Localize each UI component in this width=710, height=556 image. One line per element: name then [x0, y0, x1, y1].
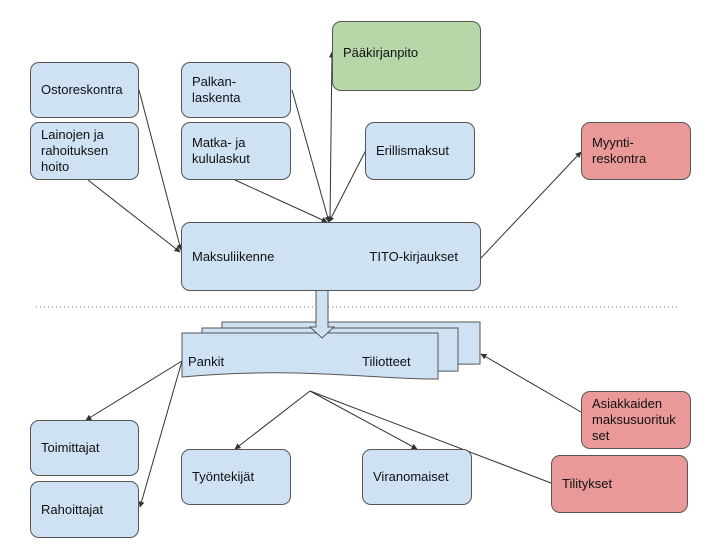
myyntireskontra-box[interactable]: Myynti- reskontra [581, 122, 691, 180]
line-pankit-tilitykset [309, 390, 552, 484]
arrow-pankit-viranomaiset [309, 390, 418, 450]
arrow-center-paakirjanpito [328, 51, 335, 221]
paakirjanpito-label: Pääkirjanpito [343, 45, 419, 60]
asiakkaiden-label: Asiakkaiden maksusuorituk set [592, 396, 676, 443]
paakirjanpito-box[interactable]: Pääkirjanpito [332, 21, 481, 91]
tiliotteet-label: Tiliotteet [362, 354, 411, 369]
arrow-palkanlaskenta-center [291, 89, 331, 223]
arrow-pankit-tyontekijat [234, 390, 311, 450]
bank-doc-front [181, 332, 439, 380]
arrow-ostoreskontra-maksuliikenne [138, 89, 183, 251]
toimittajat-label: Toimittajat [41, 440, 100, 455]
arrow-tito-myyntireskontra [480, 151, 582, 259]
toimittajat-box[interactable]: Toimittajat [30, 420, 139, 476]
viranomaiset-label: Viranomaiset [373, 469, 449, 484]
ostoreskontra-label: Ostoreskontra [41, 82, 123, 97]
arrow-erillismaksut-center [328, 149, 367, 223]
viranomaiset-box[interactable]: Viranomaiset [362, 449, 472, 505]
tyontekijat-box[interactable]: Työntekijät [181, 449, 291, 505]
tilitykset-box[interactable]: Tilitykset [551, 455, 688, 513]
asiakkaiden-box[interactable]: Asiakkaiden maksusuorituk set [581, 391, 691, 449]
arrow-pankit-toimittajat [85, 360, 183, 421]
ostoreskontra-box[interactable]: Ostoreskontra [30, 62, 139, 118]
tyontekijat-label: Työntekijät [192, 469, 255, 484]
arrow-asiakkaiden-pankit [480, 353, 582, 413]
matka-label: Matka- ja kululaskut [192, 135, 250, 166]
arrow-matka-center [234, 179, 328, 223]
tilitykset-label: Tilitykset [562, 476, 613, 491]
pankit-label: Pankit [188, 354, 225, 369]
arrow-pankit-rahoittajat [138, 360, 183, 508]
maksuliikenne-label: Maksuliikenne [192, 248, 275, 264]
palkanlaskenta-label: Palkan- laskenta [192, 74, 241, 105]
arrow-lainojen-maksuliikenne [87, 179, 181, 253]
lainojen-box[interactable]: Lainojen ja rahoituksen hoito [30, 122, 139, 180]
tito-label: TITO-kirjaukset [369, 248, 458, 264]
rahoittajat-label: Rahoittajat [41, 501, 104, 517]
erillismaksut-box[interactable]: Erillismaksut [365, 122, 475, 180]
matka-box[interactable]: Matka- ja kululaskut [181, 122, 291, 180]
palkanlaskenta-box[interactable]: Palkan- laskenta [181, 62, 291, 118]
erillismaksut-label: Erillismaksut [376, 143, 449, 158]
rahoittajat-box[interactable]: Rahoittajat [30, 481, 139, 538]
maksuliikenne-box[interactable]: Maksuliikenne TITO-kirjaukset [181, 222, 481, 291]
myyntireskontra-label: Myynti- reskontra [592, 135, 647, 166]
lainojen-label: Lainojen ja rahoituksen hoito [41, 127, 109, 174]
